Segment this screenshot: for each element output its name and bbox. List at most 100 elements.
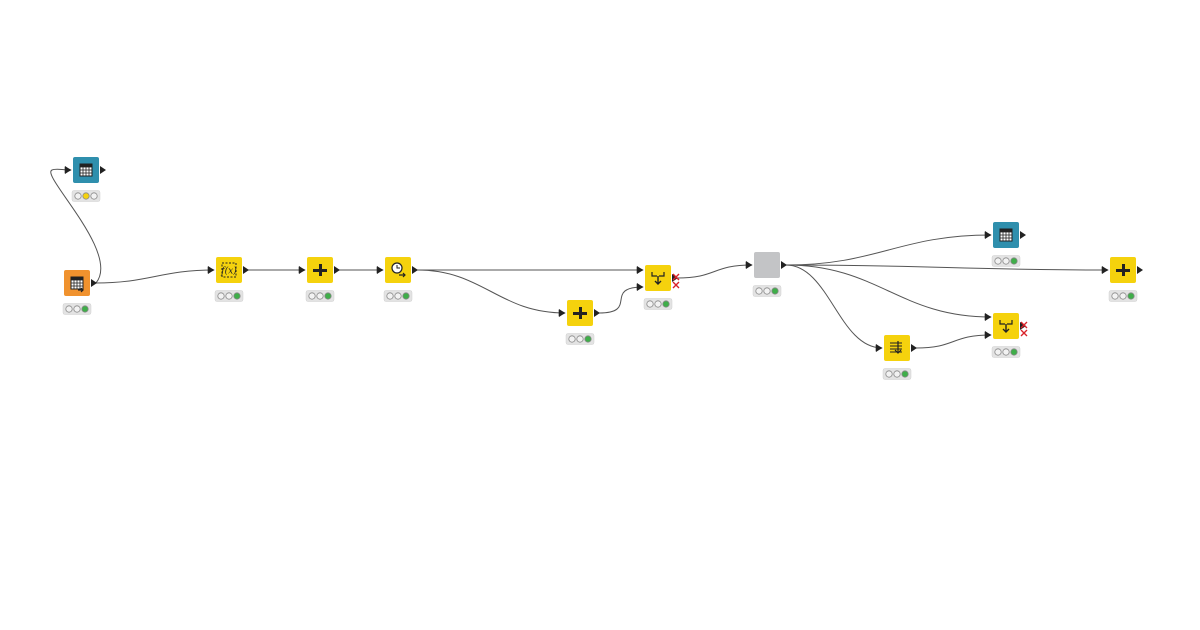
input-port[interactable] — [1102, 266, 1108, 274]
node-view[interactable] — [985, 222, 1026, 267]
output-port[interactable] — [594, 309, 600, 317]
node-status-indicator — [305, 290, 335, 302]
status-light — [771, 287, 779, 295]
nodes-layer: f(x) — [62, 157, 1143, 380]
table-view-icon — [999, 228, 1013, 242]
table-creator-icon — [70, 276, 84, 293]
connection-n1-n2[interactable] — [50, 166, 102, 284]
node-status-indicator — [882, 368, 912, 380]
node-status-indicator — [752, 285, 782, 297]
status-light — [386, 292, 394, 300]
node-manipulator[interactable] — [377, 257, 418, 302]
error-mark-icon — [672, 273, 680, 289]
svg-text:f(x): f(x) — [220, 266, 237, 277]
status-light — [893, 370, 901, 378]
output-port[interactable] — [100, 166, 106, 174]
node-status-indicator — [991, 255, 1021, 267]
node-status-indicator — [991, 346, 1021, 358]
status-light — [308, 292, 316, 300]
node-manipulator[interactable] — [637, 265, 680, 310]
status-light — [73, 305, 81, 313]
input-port[interactable] — [637, 283, 643, 291]
node-metanode[interactable] — [746, 252, 787, 297]
input-port[interactable] — [985, 313, 991, 321]
input-port[interactable] — [985, 231, 991, 239]
status-light — [90, 192, 98, 200]
node-view[interactable] — [65, 157, 106, 202]
column-filter-icon — [313, 264, 327, 276]
input-port[interactable] — [208, 266, 214, 274]
input-port[interactable] — [876, 344, 882, 352]
status-light — [994, 348, 1002, 356]
status-light — [763, 287, 771, 295]
node-box[interactable] — [884, 335, 910, 361]
output-port[interactable] — [911, 344, 917, 352]
output-port[interactable] — [91, 279, 97, 287]
input-port[interactable] — [377, 266, 383, 274]
output-port[interactable] — [412, 266, 418, 274]
status-light — [662, 300, 670, 308]
status-light — [233, 292, 241, 300]
input-port[interactable] — [559, 309, 565, 317]
column-filter-icon — [1116, 264, 1130, 276]
node-box[interactable] — [754, 252, 780, 278]
node-status-indicator — [1108, 290, 1138, 302]
node-manipulator[interactable] — [299, 257, 340, 302]
node-status-indicator — [643, 298, 673, 310]
node-manipulator[interactable] — [985, 313, 1028, 358]
input-port[interactable] — [637, 266, 643, 274]
connection-n8-n10[interactable] — [785, 264, 1109, 274]
connection-n8-n12[interactable] — [785, 264, 992, 321]
status-light — [324, 292, 332, 300]
status-light — [1002, 257, 1010, 265]
node-manipulator[interactable]: f(x) — [208, 257, 249, 302]
status-light — [1002, 348, 1010, 356]
row-filter-icon — [890, 341, 902, 354]
output-port[interactable] — [243, 266, 249, 274]
status-light — [74, 192, 82, 200]
node-status-indicator — [565, 333, 595, 345]
status-light — [568, 335, 576, 343]
node-status-indicator — [383, 290, 413, 302]
status-light — [81, 305, 89, 313]
status-light — [755, 287, 763, 295]
connection-n8-n11[interactable] — [785, 264, 883, 352]
input-port[interactable] — [299, 266, 305, 274]
node-manipulator[interactable] — [1102, 257, 1143, 302]
input-port[interactable] — [985, 331, 991, 339]
status-light — [225, 292, 233, 300]
connection-n1-n3[interactable] — [95, 266, 215, 284]
status-light — [1111, 292, 1119, 300]
formula-icon: f(x) — [220, 262, 237, 278]
node-manipulator[interactable] — [559, 300, 600, 345]
node-manipulator[interactable] — [876, 335, 917, 380]
joiner-icon — [651, 272, 665, 285]
status-light — [82, 192, 90, 200]
connection-n6-n7[interactable] — [598, 283, 644, 314]
node-source[interactable] — [62, 270, 97, 315]
node-status-indicator — [62, 303, 92, 315]
column-filter-icon — [573, 307, 587, 319]
status-light — [646, 300, 654, 308]
input-port[interactable] — [746, 261, 752, 269]
connection-n5-n6[interactable] — [416, 269, 566, 317]
status-light — [901, 370, 909, 378]
connections-layer — [50, 166, 1109, 352]
status-light — [1119, 292, 1127, 300]
connection-n7-n8[interactable] — [676, 261, 753, 279]
output-port[interactable] — [1020, 231, 1026, 239]
connection-n8-n9[interactable] — [785, 231, 992, 266]
status-light — [994, 257, 1002, 265]
status-light — [316, 292, 324, 300]
node-status-indicator — [71, 190, 101, 202]
status-light — [885, 370, 893, 378]
connection-n11-n12[interactable] — [915, 331, 992, 349]
status-light — [217, 292, 225, 300]
status-light — [1127, 292, 1135, 300]
input-port[interactable] — [65, 166, 71, 174]
output-port[interactable] — [1137, 266, 1143, 274]
output-port[interactable] — [781, 261, 787, 269]
status-light — [394, 292, 402, 300]
output-port[interactable] — [334, 266, 340, 274]
